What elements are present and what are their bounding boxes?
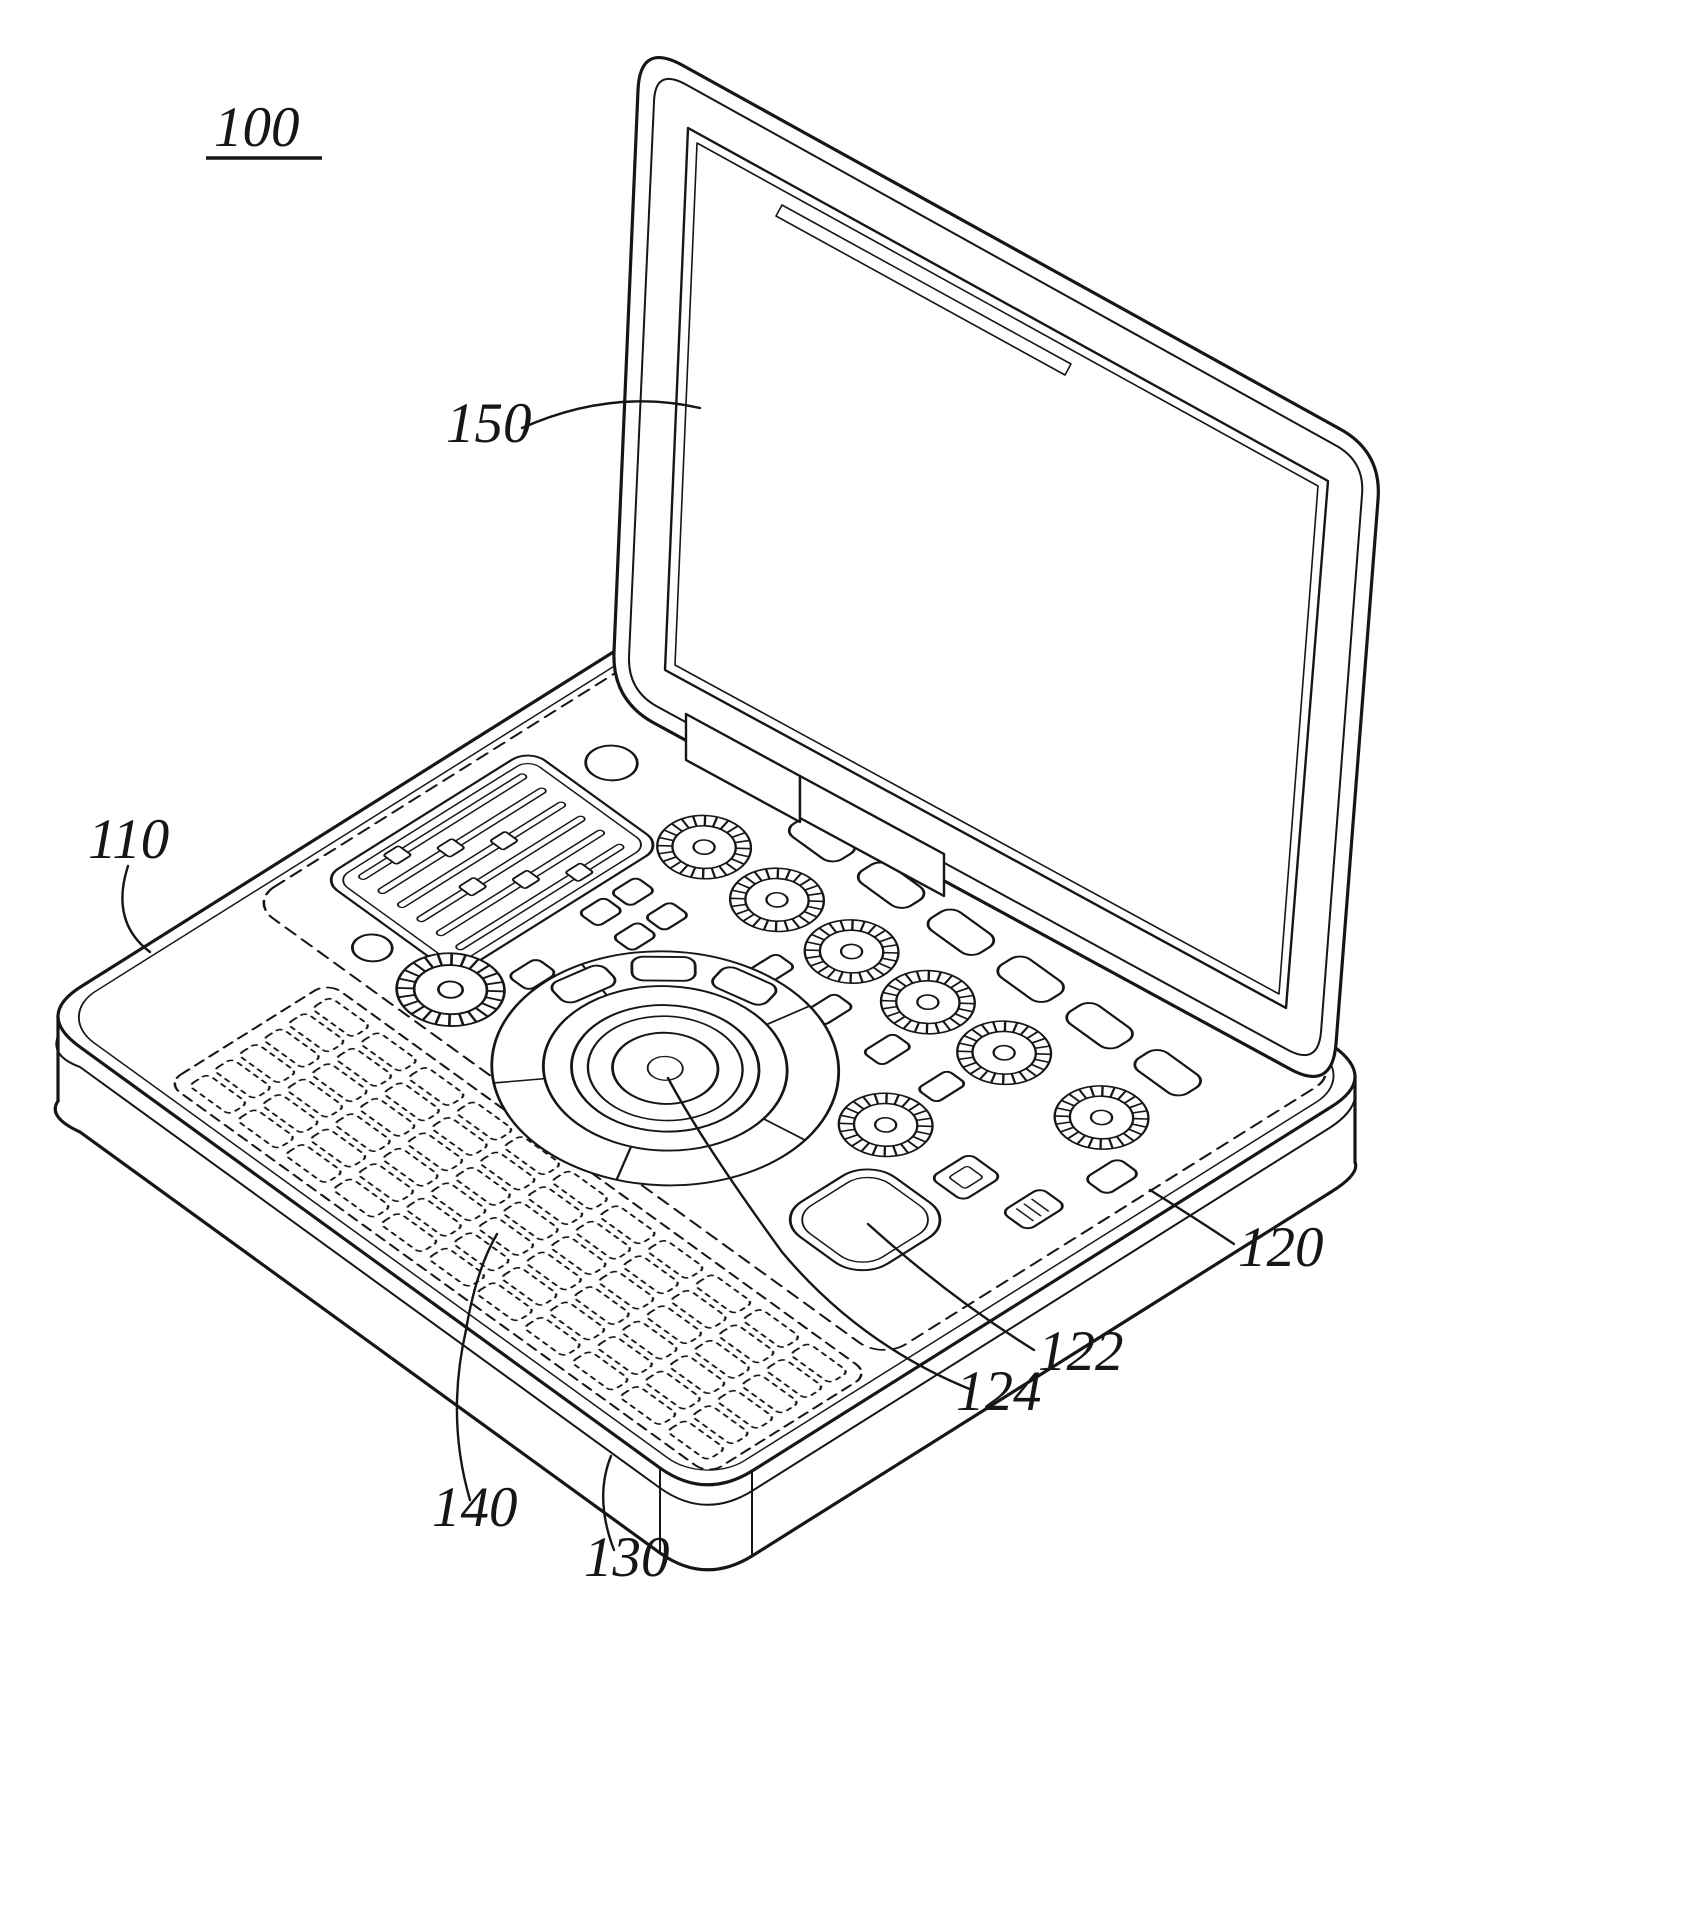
slider-knob (436, 838, 465, 858)
trackball-assembly (490, 950, 841, 1187)
ref-label-130: 130 (584, 1526, 670, 1589)
trackball-ring-dividers (492, 963, 811, 1181)
top-deck (77, 622, 1335, 1471)
leader-line-120 (1148, 1188, 1236, 1246)
round-button (584, 744, 639, 782)
panel-button (932, 1155, 1000, 1200)
slider-slot (416, 815, 586, 923)
keyboard (173, 986, 863, 1471)
panel-button (1065, 1002, 1134, 1050)
slider-knob (458, 877, 487, 897)
ref-label-110: 110 (88, 808, 169, 871)
trackball-ball (611, 1031, 720, 1105)
lid-bezel-inner (627, 78, 1364, 1056)
hinge-step-left (684, 712, 802, 824)
keyboard-keys (181, 992, 856, 1466)
hinge-step-right (798, 774, 946, 898)
round-button (350, 933, 394, 963)
base-bottom-edge (53, 1099, 1358, 1572)
leader-line-124 (666, 1076, 974, 1392)
trackball-bezel-inner (586, 1015, 744, 1122)
ref-label-150: 150 (446, 392, 532, 455)
slider-knob (383, 845, 412, 865)
panel-button-inner-mark (949, 1165, 983, 1189)
panel-button (1003, 1189, 1064, 1230)
display-screen-inner (674, 142, 1319, 995)
leader-line-150 (520, 400, 702, 430)
ref-label-100: 100 (214, 96, 300, 159)
ref-label-122: 122 (1038, 1320, 1124, 1383)
panel-button (996, 955, 1065, 1003)
panel-button (612, 877, 654, 906)
slider-slot (396, 801, 567, 909)
trackball-arc-key (711, 966, 778, 1006)
display-lid (612, 55, 1380, 1079)
ref-label-120: 120 (1238, 1216, 1324, 1279)
leader-line-130 (602, 1454, 616, 1552)
slider-slot (377, 787, 547, 895)
leader-line-110 (121, 864, 152, 954)
panel-button (646, 902, 688, 931)
base-side-seam (55, 1035, 1356, 1506)
slider-bank-inner (342, 763, 642, 962)
screen-glare-slit (775, 204, 1072, 376)
keyboard-outline (173, 986, 863, 1471)
trackball-arc-key (630, 955, 697, 982)
panel-button (926, 908, 996, 956)
hinge (684, 712, 946, 898)
ref-label-140: 140 (432, 1476, 518, 1539)
panel-button (579, 897, 622, 926)
display-screen (663, 126, 1330, 1010)
panel-key-cluster (932, 1155, 1138, 1230)
reference-annotations: 100 150 110 120 122 124 140 130 (88, 96, 1324, 1589)
trackball-ball-highlight (646, 1055, 684, 1081)
panel-button (613, 922, 656, 951)
slider-knob (489, 831, 519, 851)
panel-button (1086, 1159, 1138, 1194)
slider-knob (511, 870, 541, 889)
slider-bank (329, 754, 655, 971)
touch-pad-inner (801, 1176, 929, 1263)
leader-line-140 (455, 1232, 499, 1502)
panel-button (863, 1033, 911, 1066)
panel-button (918, 1070, 966, 1103)
slider-knob (565, 862, 594, 882)
leader-line-122 (866, 1222, 1036, 1352)
trackball-arc-key (550, 964, 617, 1004)
panel-button-stripes (1015, 1198, 1050, 1222)
slider-bank-outline (329, 754, 655, 971)
ref-label-124: 124 (956, 1360, 1042, 1423)
panel-button (1133, 1049, 1203, 1097)
touch-pad (788, 1168, 942, 1272)
